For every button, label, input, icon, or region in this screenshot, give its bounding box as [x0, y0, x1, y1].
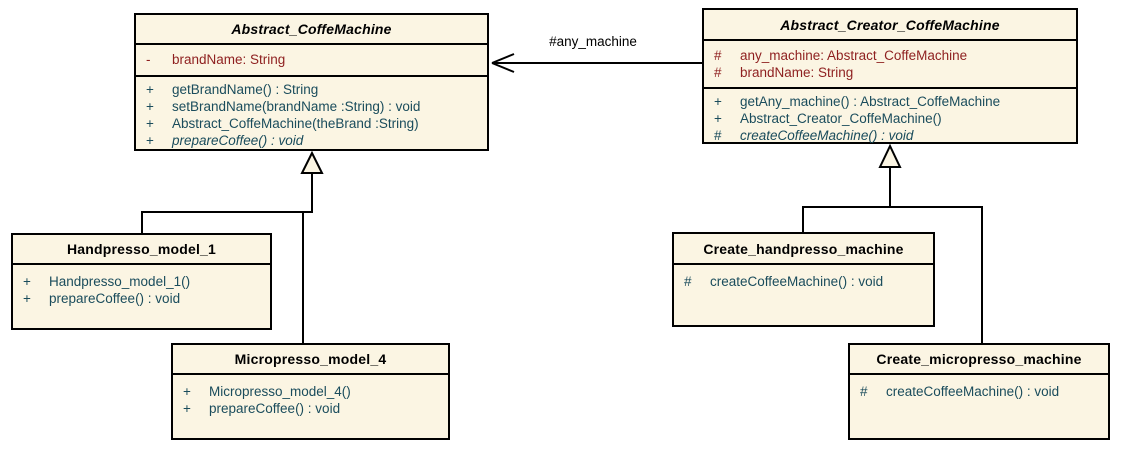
class-title: Micropresso_model_4	[173, 345, 448, 375]
attribute-row: # brandName: String	[704, 64, 1076, 81]
visibility-symbol: +	[714, 94, 722, 109]
class-title: Abstract_Creator_CoffeMachine	[704, 10, 1076, 41]
operation-text: getBrandName() : String	[172, 82, 319, 97]
operation-row: + Abstract_Creator_CoffeMachine()	[704, 110, 1076, 127]
attribute-text: brandName: String	[172, 52, 286, 67]
attributes-compartment: # any_machine: Abstract_CoffeMachine # b…	[704, 41, 1076, 89]
visibility-symbol: -	[146, 52, 151, 67]
operation-text: Abstract_Creator_CoffeMachine()	[740, 111, 942, 126]
operations-compartment: + Micropresso_model_4() + prepareCoffee(…	[173, 375, 448, 438]
association-label: #any_machine	[549, 34, 637, 49]
operations-compartment: # createCoffeeMachine() : void	[674, 265, 933, 325]
generalization-left	[141, 150, 324, 345]
operation-text: Handpresso_model_1()	[49, 274, 191, 289]
class-micropresso-model-4[interactable]: Micropresso_model_4 + Micropresso_model_…	[171, 343, 450, 440]
operation-row: + prepareCoffee() : void	[173, 400, 448, 417]
class-handpresso-model-1[interactable]: Handpresso_model_1 + Handpresso_model_1(…	[11, 233, 272, 330]
visibility-symbol: #	[860, 384, 868, 399]
operation-text: prepareCoffee() : void	[209, 401, 341, 416]
visibility-symbol: +	[183, 401, 191, 416]
operation-row: + Handpresso_model_1()	[13, 273, 270, 290]
visibility-symbol: #	[714, 65, 722, 80]
operation-row: + Abstract_CoffeMachine(theBrand :String…	[136, 115, 487, 132]
attribute-row: - brandName: String	[136, 51, 487, 68]
operation-text: createCoffeeMachine() : void	[710, 274, 884, 289]
operation-text: Micropresso_model_4()	[209, 384, 351, 399]
class-abstract-creator-coffemachine[interactable]: Abstract_Creator_CoffeMachine # any_mach…	[702, 8, 1078, 144]
attributes-compartment: - brandName: String	[136, 45, 487, 77]
visibility-symbol: +	[146, 82, 154, 97]
class-create-micropresso-machine[interactable]: Create_micropresso_machine # createCoffe…	[848, 343, 1110, 440]
operation-row: + Micropresso_model_4()	[173, 383, 448, 400]
operation-text: createCoffeeMachine() : void	[740, 128, 914, 143]
class-title: Create_micropresso_machine	[850, 345, 1108, 375]
visibility-symbol: +	[23, 291, 31, 306]
operation-text: prepareCoffee() : void	[49, 291, 181, 306]
operation-row: + getBrandName() : String	[136, 81, 487, 98]
generalization-right	[802, 143, 983, 345]
operations-compartment: + getBrandName() : String + setBrandName…	[136, 77, 487, 149]
visibility-symbol: +	[146, 99, 154, 114]
association-any-machine-arrow	[491, 53, 702, 73]
operation-text: Abstract_CoffeMachine(theBrand :String)	[172, 116, 419, 131]
attribute-text: brandName: String	[740, 65, 854, 80]
operation-text: createCoffeeMachine() : void	[886, 384, 1060, 399]
visibility-symbol: #	[714, 128, 722, 143]
operation-text: prepareCoffee() : void	[172, 133, 304, 148]
operations-compartment: # createCoffeeMachine() : void	[850, 375, 1108, 438]
attribute-text: any_machine: Abstract_CoffeMachine	[740, 48, 968, 63]
operation-row: # createCoffeeMachine() : void	[674, 273, 933, 290]
class-title: Create_handpresso_machine	[674, 234, 933, 265]
operations-compartment: + Handpresso_model_1() + prepareCoffee()…	[13, 265, 270, 328]
operation-row: + getAny_machine() : Abstract_CoffeMachi…	[704, 93, 1076, 110]
operation-row: + prepareCoffee() : void	[13, 290, 270, 307]
operation-text: getAny_machine() : Abstract_CoffeMachine	[740, 94, 1001, 109]
visibility-symbol: +	[146, 116, 154, 131]
class-title: Abstract_CoffeMachine	[136, 15, 487, 45]
operations-compartment: + getAny_machine() : Abstract_CoffeMachi…	[704, 89, 1076, 144]
operation-text: setBrandName(brandName :String) : void	[172, 99, 421, 114]
class-create-handpresso-machine[interactable]: Create_handpresso_machine # createCoffee…	[672, 232, 935, 327]
class-abstract-coffemachine[interactable]: Abstract_CoffeMachine - brandName: Strin…	[134, 13, 489, 151]
visibility-symbol: +	[23, 274, 31, 289]
visibility-symbol: +	[183, 384, 191, 399]
visibility-symbol: #	[684, 274, 692, 289]
operation-row: + setBrandName(brandName :String) : void	[136, 98, 487, 115]
visibility-symbol: #	[714, 48, 722, 63]
class-title: Handpresso_model_1	[13, 235, 270, 265]
visibility-symbol: +	[714, 111, 722, 126]
operation-row: # createCoffeeMachine() : void	[850, 383, 1108, 400]
visibility-symbol: +	[146, 133, 154, 148]
operation-row-abstract: + prepareCoffee() : void	[136, 132, 487, 149]
operation-row-abstract: # createCoffeeMachine() : void	[704, 127, 1076, 144]
attribute-row: # any_machine: Abstract_CoffeMachine	[704, 47, 1076, 64]
